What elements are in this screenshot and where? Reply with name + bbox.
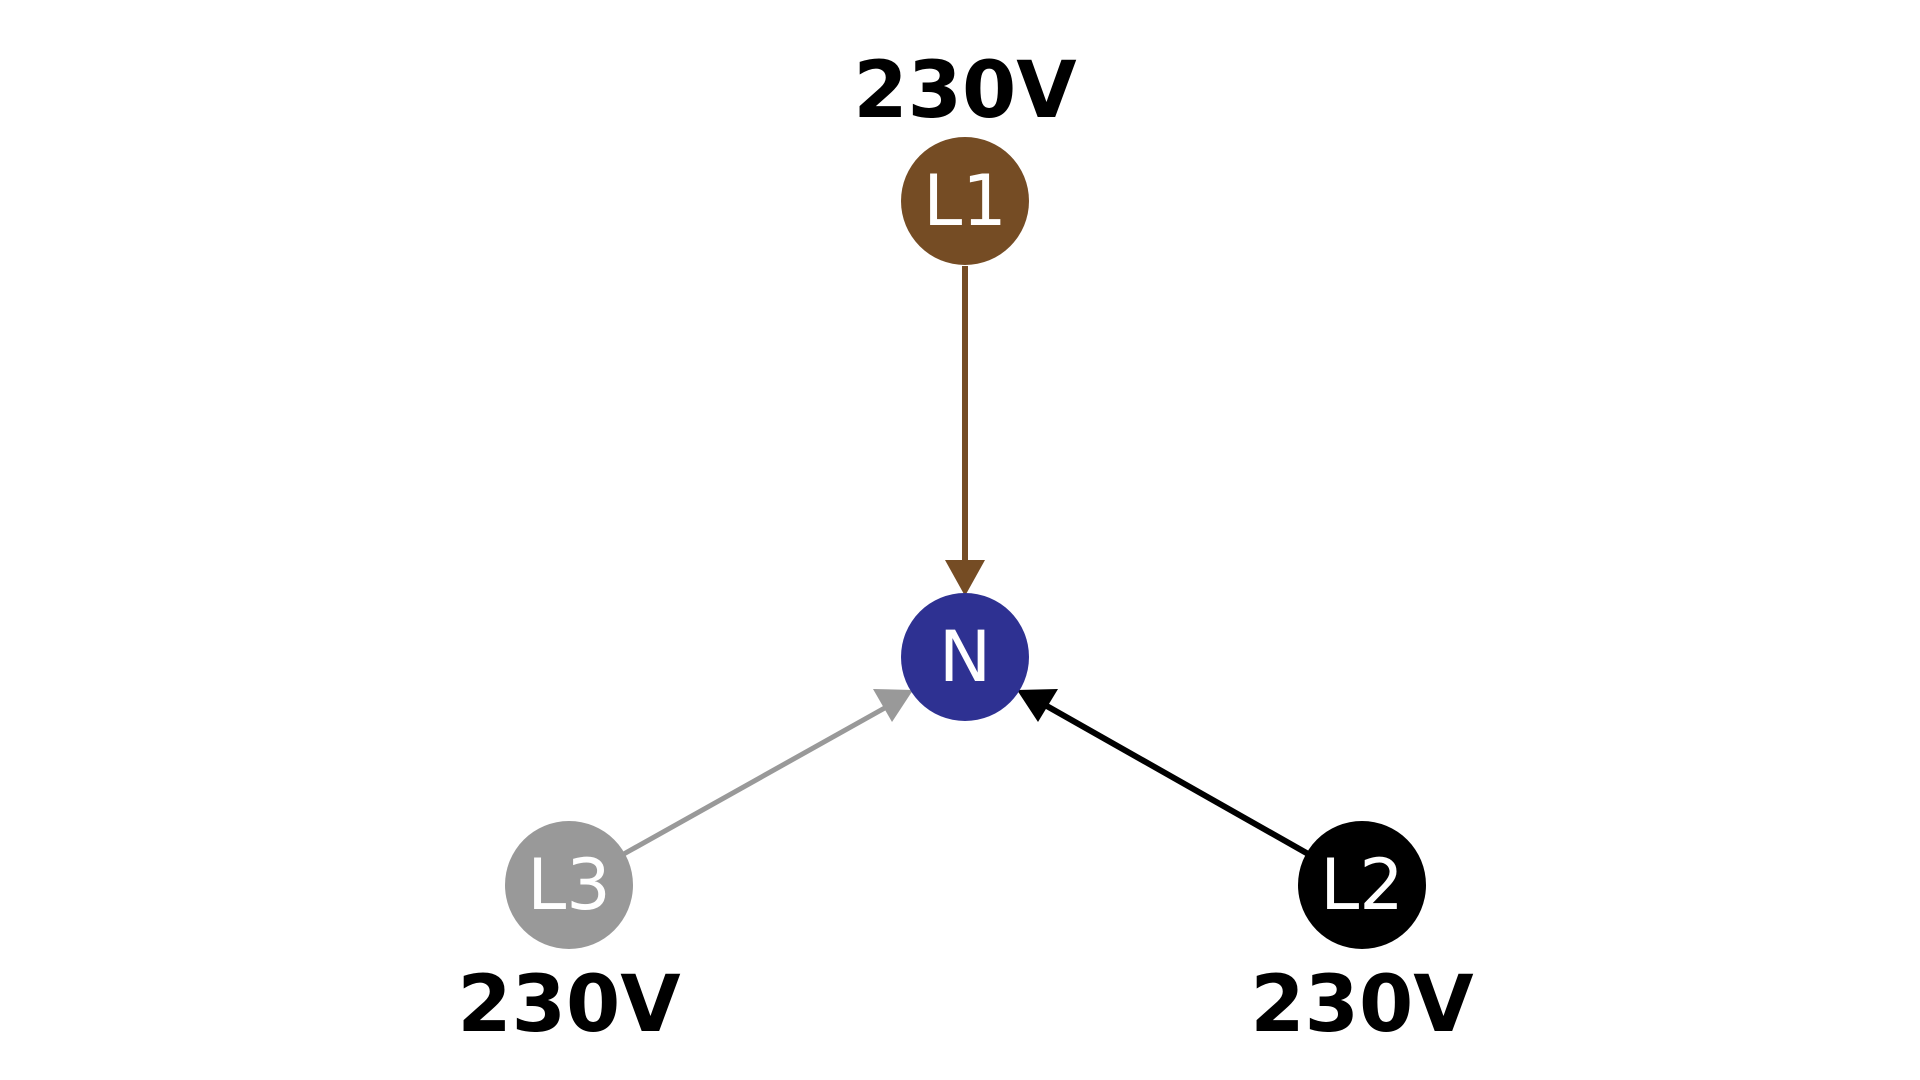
node-l1-circle — [901, 137, 1029, 265]
arrowhead-l1 — [945, 560, 985, 596]
node-l2-label: L2 — [1320, 844, 1404, 926]
node-l2: L2 — [1298, 821, 1426, 949]
arrowhead-l2 — [1017, 689, 1058, 722]
connector-l2-n — [1043, 702, 1312, 858]
node-neutral-circle — [901, 593, 1029, 721]
node-l3-label: L3 — [527, 844, 611, 926]
connector-l3-n — [620, 702, 892, 858]
node-l1-label: L1 — [923, 160, 1007, 242]
node-neutral: N — [901, 593, 1029, 721]
node-l3-circle — [505, 821, 633, 949]
voltage-label-l2: 230V — [1250, 960, 1473, 1050]
voltage-label-l1: 230V — [853, 46, 1076, 136]
node-l2-circle — [1298, 821, 1426, 949]
voltage-label-l3: 230V — [457, 960, 680, 1050]
arrowhead-l3 — [873, 689, 913, 722]
node-neutral-label: N — [939, 616, 991, 698]
node-l3: L3 — [505, 821, 633, 949]
node-l1: L1 — [901, 137, 1029, 265]
